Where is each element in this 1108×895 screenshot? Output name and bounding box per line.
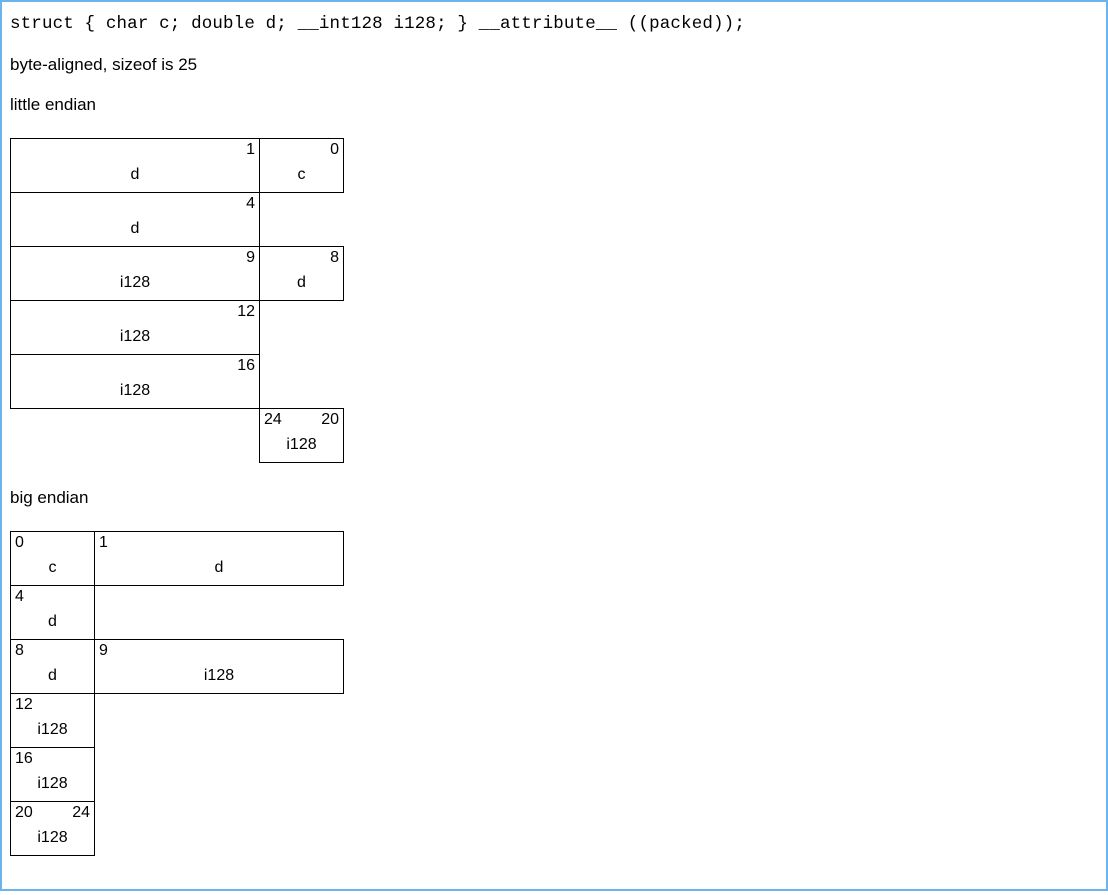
offset-label-left: 1 — [99, 534, 108, 551]
offset-label-right: 24 — [72, 804, 90, 821]
offset-label-right: 4 — [246, 195, 255, 212]
offset-label-left: 16 — [15, 750, 33, 767]
field-name-label: i128 — [37, 775, 68, 792]
offset-label-right: 12 — [237, 303, 255, 320]
field-name-label: i128 — [119, 274, 151, 291]
field-name-label: i128 — [203, 667, 235, 684]
alignment-note: byte-aligned, sizeof is 25 — [10, 55, 198, 74]
field-name-label: i128 — [119, 382, 151, 399]
field-name-label: i128 — [286, 436, 317, 453]
table-row: 16 i128 — [10, 354, 344, 409]
offset-label-left: 8 — [15, 642, 24, 659]
offset-label-right: 8 — [330, 249, 339, 266]
field-name-label: c — [48, 559, 57, 576]
offset-label-right: 0 — [330, 141, 339, 158]
field-name-label: i128 — [119, 328, 151, 345]
field-name-label: d — [130, 166, 140, 183]
field-name-label: d — [48, 613, 57, 630]
spacer-cell — [11, 409, 260, 463]
field-name-label: d — [130, 220, 140, 237]
big-endian-label: big endian — [10, 488, 89, 507]
byte-range-cell: 12 i128 — [10, 300, 260, 355]
offset-label-left: 0 — [15, 534, 24, 551]
offset-label-left: 24 — [264, 411, 282, 428]
offset-label-left: 4 — [15, 588, 24, 605]
field-name-label: d — [297, 274, 306, 291]
little-endian-label: little endian — [10, 95, 97, 114]
field-name-label: d — [214, 559, 224, 576]
byte-range-cell: 9 i128 — [10, 246, 260, 301]
field-name-label: i128 — [37, 829, 68, 846]
byte-range-cell: 9 i128 — [94, 639, 344, 694]
offset-label-left: 9 — [99, 642, 108, 659]
offset-label-left: 12 — [15, 696, 33, 713]
offset-label-left: 20 — [15, 804, 33, 821]
offset-label-right: 1 — [246, 141, 255, 158]
offset-label-right: 16 — [237, 357, 255, 374]
offset-label-right: 20 — [321, 411, 339, 428]
byte-range-cell: 16 i128 — [10, 354, 260, 409]
spacer-cell — [95, 802, 344, 856]
field-name-label: c — [297, 166, 306, 183]
offset-label-right: 9 — [246, 249, 255, 266]
field-name-label: d — [48, 667, 57, 684]
struct-declaration: struct { char c; double d; __int128 i128… — [10, 14, 745, 34]
table-row: 12 i128 — [10, 300, 344, 355]
field-name-label: i128 — [37, 721, 68, 738]
